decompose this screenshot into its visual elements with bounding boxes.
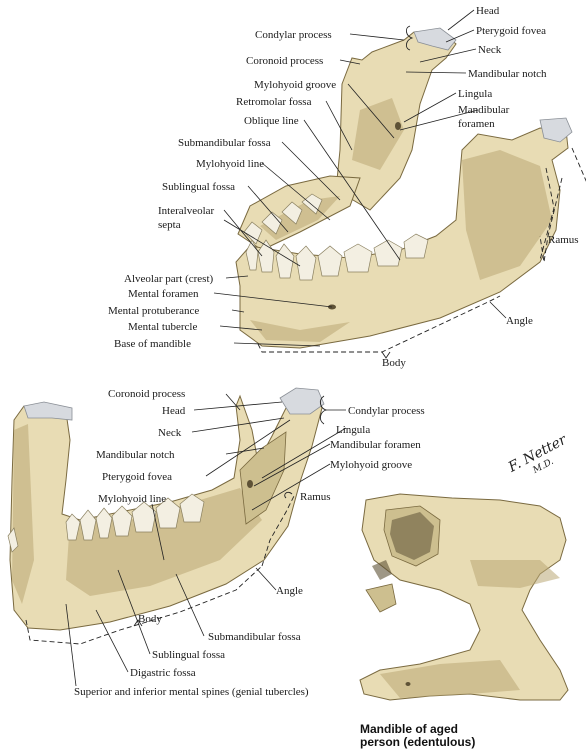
- label-mandibular-foramen-top-1: Mandibular: [458, 104, 510, 116]
- top-leader-lines: [213, 9, 507, 347]
- label-mental-foramen-top: Mental foramen: [128, 288, 199, 300]
- label-lingula-bottom: Lingula: [336, 424, 370, 436]
- label-pterygoid-fovea-bottom: Pterygoid fovea: [102, 471, 172, 483]
- label-body-top: Body: [382, 357, 406, 369]
- bottom-labels: Coronoid process Head Condylar process N…: [74, 388, 425, 698]
- lower-teeth-far: [243, 193, 323, 245]
- label-head-top: Head: [476, 5, 500, 17]
- label-mylohyoid-line-top: Mylohyoid line: [196, 158, 264, 170]
- netter-signature: F. Netter M.D.: [505, 431, 570, 476]
- label-mylohyoid-groove-bottom: Mylohyoid groove: [330, 459, 412, 471]
- label-mandibular-foramen-bottom: Mandibular foramen: [330, 439, 421, 451]
- label-angle-top: Angle: [506, 315, 533, 327]
- label-oblique-line-top: Oblique line: [244, 115, 299, 127]
- label-mental-protuberance-top: Mental protuberance: [108, 305, 199, 317]
- label-neck-top: Neck: [478, 44, 502, 56]
- top-labels: Head Condylar process Pterygoid fovea Co…: [108, 5, 579, 369]
- label-submandibular-fossa-bottom: Submandibular fossa: [208, 631, 301, 643]
- lower-teeth-medial: [7, 493, 205, 553]
- label-submandibular-fossa-top: Submandibular fossa: [178, 137, 271, 149]
- label-interalveolar-septa-top-1: Interalveolar: [158, 205, 215, 217]
- top-mandible-drawing: [235, 27, 573, 349]
- label-retromolar-fossa-top: Retromolar fossa: [236, 96, 312, 108]
- label-interalveolar-septa-top-2: septa: [158, 219, 181, 231]
- bottom-mandible-drawing: [7, 387, 325, 631]
- label-pterygoid-fovea-top: Pterygoid fovea: [476, 25, 546, 37]
- label-sublingual-fossa-top: Sublingual fossa: [162, 181, 235, 193]
- label-base-of-mandible-top: Base of mandible: [114, 338, 191, 350]
- label-digastric-fossa-bottom: Digastric fossa: [130, 667, 196, 679]
- body-dashed-outline-bottom: [25, 565, 263, 645]
- label-condylar-process-top: Condylar process: [255, 29, 332, 41]
- aged-caption-line2: person (edentulous): [360, 735, 475, 749]
- label-condylar-process-bottom: Condylar process: [348, 405, 425, 417]
- label-mandibular-notch-top: Mandibular notch: [468, 68, 547, 80]
- label-genial-tubercles-bottom: Superior and inferior mental spines (gen…: [74, 686, 309, 698]
- bottom-leader-lines: [65, 393, 347, 687]
- label-sublingual-fossa-bottom: Sublingual fossa: [152, 649, 225, 661]
- label-neck-bottom: Neck: [158, 427, 182, 439]
- aged-skull-drawing: [359, 493, 569, 701]
- ramus-dashed-outline-top: [539, 147, 586, 263]
- label-mylohyoid-groove-top: Mylohyoid groove: [254, 79, 336, 91]
- aged-caption-line1: Mandible of aged: [360, 722, 458, 736]
- label-mylohyoid-line-bottom: Mylohyoid line: [98, 493, 166, 505]
- label-mandibular-notch-bottom: Mandibular notch: [96, 449, 175, 461]
- label-ramus-bottom: Ramus: [300, 491, 331, 503]
- label-body-bottom: Body: [138, 613, 162, 625]
- condylar-brace-top: [405, 25, 414, 51]
- label-coronoid-process-top: Coronoid process: [246, 55, 323, 67]
- label-mental-tubercle-top: Mental tubercle: [128, 321, 197, 333]
- label-ramus-top: Ramus: [548, 234, 579, 246]
- label-alveolar-part-top: Alveolar part (crest): [124, 273, 214, 285]
- label-lingula-top: Lingula: [458, 88, 492, 100]
- label-angle-bottom: Angle: [276, 585, 303, 597]
- label-mandibular-foramen-top-2: foramen: [458, 118, 495, 130]
- label-head-bottom: Head: [162, 405, 186, 417]
- ramus-dashed-outline-bottom: [261, 495, 295, 567]
- label-coronoid-process-bottom: Coronoid process: [108, 388, 185, 400]
